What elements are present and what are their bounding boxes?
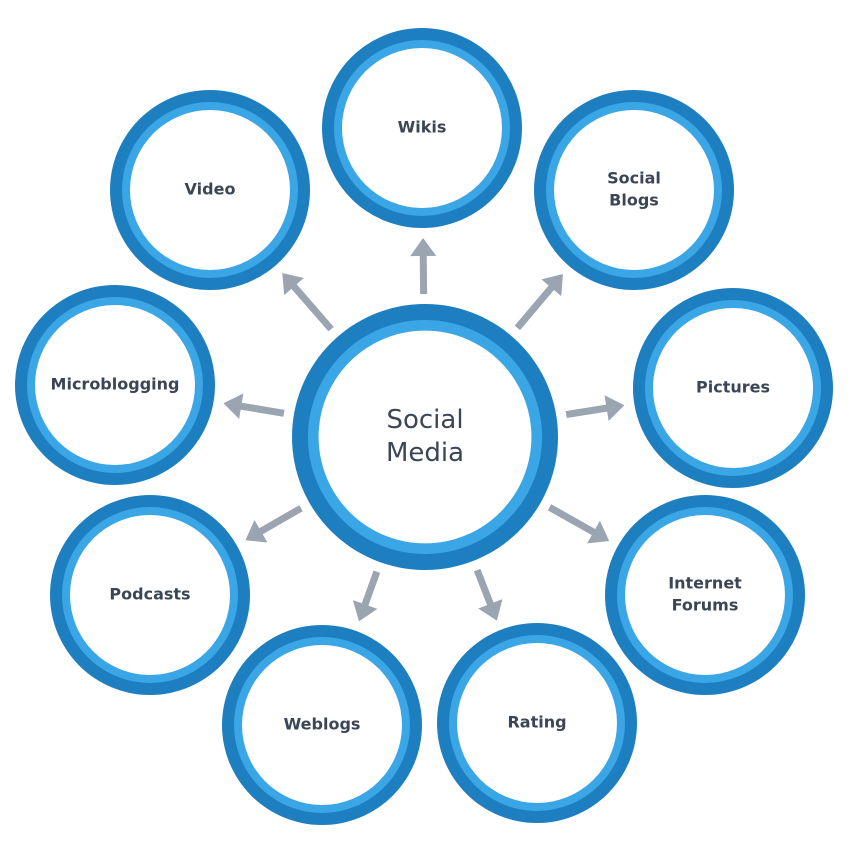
node-internet-forums-label-line: Forums [672,596,739,615]
node-rating-fill [457,643,617,803]
center-node-label-line: Media [386,438,464,468]
node-internet-forums-fill [625,515,785,675]
node-internet-forums-label-line: Internet [668,574,742,593]
node-podcasts-label-line: Podcasts [109,585,190,604]
node-rating-label: Rating [507,713,566,732]
arrow-to-social-blogs [514,273,563,331]
node-video-label-line: Video [185,180,236,199]
node-microblogging-label: Microblogging [51,375,180,394]
arrow-to-weblogs [352,570,381,622]
node-weblogs-fill [242,645,402,805]
node-social-blogs-label-line: Blogs [609,191,659,210]
node-wikis-fill [342,48,502,208]
arrow-to-wikis [410,237,437,295]
arrow-to-podcasts [245,505,303,543]
arrow-to-rating [473,568,503,621]
node-pictures-label: Pictures [696,378,770,397]
node-microblogging-label-line: Microblogging [51,375,180,394]
node-weblogs-label: Weblogs [284,715,361,734]
node-video: Video [110,90,310,290]
node-rating: Rating [437,623,637,823]
node-podcasts: Podcasts [50,495,250,695]
node-social-blogs-fill [554,110,714,270]
node-social-blogs-label-line: Social [607,169,661,188]
node-rating-label-line: Rating [507,713,566,732]
arrow-to-pictures [565,395,625,421]
node-podcasts-fill [70,515,230,675]
node-pictures-fill [653,308,813,468]
node-video-fill [130,110,290,270]
arrow-to-internet-forums [547,504,610,544]
node-pictures-label-line: Pictures [696,378,770,397]
node-podcasts-label: Podcasts [109,585,190,604]
node-microblogging: Microblogging [15,285,215,485]
center-node-fill [318,330,532,544]
node-wikis-label: Wikis [398,118,447,137]
node-weblogs: Weblogs [222,625,422,825]
node-pictures: Pictures [633,288,833,488]
node-video-label: Video [185,180,236,199]
node-wikis: Wikis [322,28,522,228]
node-microblogging-fill [35,305,195,465]
arrow-to-video [282,272,334,332]
node-wikis-label-line: Wikis [398,118,447,137]
arrow-to-microblogging [223,393,285,419]
center-node-label-line: Social [386,405,463,435]
arrows [223,237,625,622]
node-weblogs-label-line: Weblogs [284,715,361,734]
